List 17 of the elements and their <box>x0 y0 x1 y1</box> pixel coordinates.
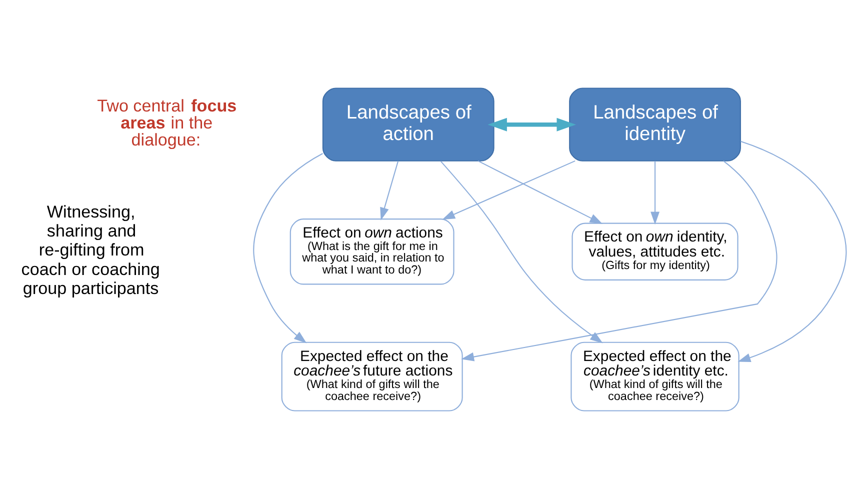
node-box: Landscapes of action <box>322 88 494 162</box>
arrow <box>478 160 603 224</box>
node-box: Expected effect on the coachee’s identity etc. (What kind of gifts will the coachee receive?) <box>570 342 740 412</box>
arrow <box>488 118 576 132</box>
arrow <box>253 153 323 344</box>
node-box: Landscapes of identity <box>569 88 741 162</box>
arrow <box>380 160 399 220</box>
arrow <box>650 161 660 225</box>
arrow <box>440 160 603 344</box>
arrow <box>442 160 576 220</box>
label: Witnessing, sharing and re-gifting from coach or coaching group participants <box>21 202 160 298</box>
arrow <box>461 160 778 362</box>
node-box: Effect on own actions (What is the gift for me in what you said, in relation to what I want to do?) <box>290 218 454 285</box>
arrow <box>738 140 847 362</box>
node-box: Effect on own identity, values, attitudes etc. (Gifts for my identity) <box>572 222 738 280</box>
label: Two central focus areas in the dialogue: <box>97 96 237 150</box>
node-box: Expected effect on the coachee’s future actions (What kind of gifts will the coachee receive?) <box>281 342 463 412</box>
